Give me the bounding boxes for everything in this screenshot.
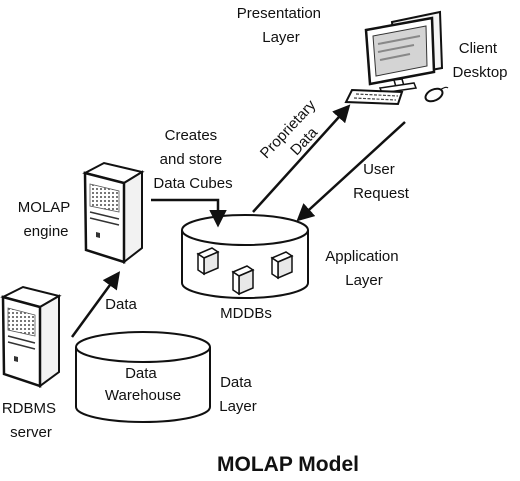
mddbs-label: MDDBs	[220, 305, 272, 322]
create-store-arrow	[151, 198, 227, 228]
creates-store-label: Creates and store Data Cubes	[153, 127, 232, 192]
user-request-arrow	[296, 121, 406, 222]
rdbms-server-icon	[0, 285, 62, 388]
data-cube-icon	[270, 251, 294, 280]
molap-engine-server-icon	[82, 161, 145, 265]
proprietary-data-arrow	[252, 104, 351, 213]
data-warehouse-cylinder-icon	[75, 331, 211, 423]
user-request-label: User Request	[353, 161, 410, 202]
data-warehouse-label: Data Warehouse	[105, 365, 181, 404]
diagram-title: MOLAP Model	[217, 453, 359, 476]
data-flow-arrow	[70, 271, 121, 338]
data-layer-label: Data Layer	[219, 374, 257, 415]
data-cube-icon	[231, 265, 255, 296]
application-layer-label: Application Layer	[325, 248, 403, 289]
rdbms-server-label: RDBMS server	[2, 400, 60, 441]
desktop-computer-icon	[344, 10, 449, 106]
molap-engine-label: MOLAP engine	[18, 199, 74, 240]
client-desktop-label: Client Desktop	[452, 40, 507, 81]
data-cube-icon	[196, 247, 220, 276]
data-arrow-label: Data	[105, 296, 137, 313]
presentation-layer-label: Presentation Layer	[237, 5, 325, 46]
